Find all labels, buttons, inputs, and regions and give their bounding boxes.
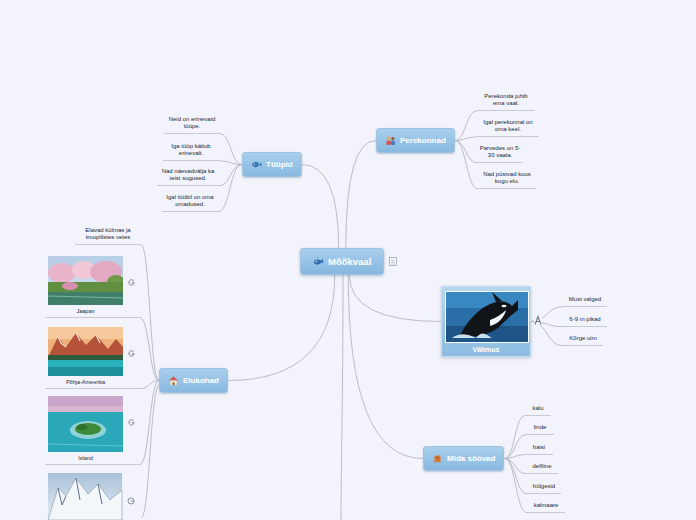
branch-connector	[455, 141, 478, 189]
image-subtopic: Jaapan	[45, 255, 140, 318]
topic-label: Perekonnad	[400, 136, 446, 145]
subtopic-label: kalu	[532, 405, 543, 411]
subtopic: kalu	[525, 404, 551, 416]
subtopic-label: hülgesid	[533, 483, 555, 489]
topic-label: Tüüpid	[266, 160, 293, 169]
subtopic: Iga tüüp käitub erinevalt.	[163, 142, 219, 161]
subtopic-label: Nad näevadvälja ka teist sugused.	[162, 168, 215, 181]
topic-icon	[432, 453, 443, 464]
subtopic-label: Neid on erinevaid tüüpe.	[169, 116, 216, 129]
subtopic-label: Kõrge uim	[569, 335, 596, 341]
link-icon	[128, 350, 135, 357]
subtopic-label: Perekonda juhib ema vaal.	[484, 93, 527, 106]
subtopic-label: Põhja-Ameerika	[48, 379, 123, 385]
subtopic: hülgesid	[527, 482, 561, 494]
branch-connector	[504, 459, 527, 494]
topic-box: Elukohad	[159, 368, 228, 393]
branch-connector	[504, 459, 527, 513]
subtopic-label: linde	[534, 424, 547, 430]
subtopic-label: 6-9 m pikad	[569, 316, 600, 322]
branch-connector	[140, 381, 159, 465]
subtopic: Kõrge uim	[563, 334, 603, 346]
subtopic: linde	[526, 423, 554, 435]
subtopic-label: Must valged	[569, 296, 601, 302]
format-icon	[534, 316, 542, 325]
branch-connector	[218, 165, 242, 212]
topic-box: Mida söövad	[423, 446, 504, 471]
subtopic-label: delfiine	[532, 463, 551, 469]
topic-label: Mõõkvaal	[328, 256, 371, 267]
image-subtopic: Põhja-Ameerika	[45, 326, 140, 389]
topic-label: Mida söövad	[447, 454, 495, 463]
central-topic: Mõõkvaal	[300, 248, 384, 275]
topic-icon	[313, 256, 324, 267]
topic-label: Välimus	[445, 346, 527, 353]
topic-label: Elukohad	[183, 376, 219, 385]
branch-connector	[531, 322, 563, 346]
subtopic: Igal tüübil on oma omadused.	[162, 193, 218, 212]
topic-icon	[168, 375, 179, 386]
subtopic-label: Elavad külmas ja troopilistes vetes	[85, 227, 130, 240]
subtopic-label: Igal perekonnal on oma keel.	[483, 119, 532, 132]
subtopic: Elavad külmas ja troopilistes vetes	[75, 226, 141, 245]
subtopic: kalmaare	[527, 501, 565, 513]
image-subtopic: Island	[45, 395, 140, 465]
topic-box: Perekonnad	[376, 128, 455, 153]
photo-thumbnail	[48, 256, 123, 305]
subtopic: Neid on erinevaid tüüpe.	[164, 115, 220, 134]
subtopic: Perekonda juhib ema vaal.	[477, 92, 535, 111]
branch-connector	[346, 141, 376, 249]
subtopic: haisi	[525, 443, 553, 455]
photo-thumbnail	[48, 327, 123, 376]
subtopic: Must valged	[563, 295, 607, 307]
image-topic: Välimus	[441, 286, 531, 357]
branch-connector	[219, 161, 242, 165]
note-icon	[390, 258, 397, 266]
link-icon	[128, 419, 135, 426]
link-icon	[128, 279, 135, 286]
photo-thumbnail	[48, 396, 123, 452]
branch-connector	[504, 416, 525, 459]
subtopic: Parvedes on 5-30 vaala.	[477, 144, 523, 163]
photo-thumbnail	[445, 291, 529, 343]
topic-box: Tüüpid	[242, 152, 302, 177]
subtopic-label: Island	[48, 455, 123, 461]
subtopic: Igal perekonnal on oma keel.	[477, 118, 539, 137]
link-icon	[128, 498, 134, 504]
photo-thumbnail	[48, 473, 122, 520]
branch-connector	[228, 275, 335, 381]
subtopic-label: Igal tüübil on oma omadused.	[166, 194, 213, 207]
branch-connector	[349, 275, 441, 322]
branch-line	[341, 274, 343, 520]
subtopic-label: haisi	[533, 444, 545, 450]
branch-connector	[455, 111, 477, 141]
branch-line	[141, 384, 160, 518]
topic-icon	[385, 135, 396, 146]
subtopic: 6-9 m pikad	[563, 315, 607, 327]
subtopic: Nad püsivad koos kogu elu.	[478, 170, 536, 189]
branch-connector	[455, 137, 477, 141]
subtopic-label: Jaapan	[48, 308, 123, 314]
branch-connector	[504, 455, 525, 459]
branch-connector	[455, 141, 477, 163]
branch-connector	[219, 165, 242, 186]
branch-connector	[141, 245, 159, 381]
subtopic: Nad näevadvälja ka teist sugused.	[157, 167, 219, 186]
branch-connector	[348, 275, 423, 459]
topic-icon	[251, 159, 262, 170]
subtopic-label: Nad püsivad koos kogu elu.	[483, 171, 531, 184]
subtopic-label: Parvedes on 5-30 vaala.	[480, 145, 521, 158]
subtopic-label: Iga tüüp käitub erinevalt.	[171, 143, 210, 156]
branch-connector	[220, 134, 242, 165]
branch-connector	[302, 165, 339, 249]
subtopic: delfiine	[526, 462, 558, 474]
branch-connector	[504, 435, 526, 459]
subtopic-label: kalmaare	[534, 502, 559, 508]
branch-connector	[140, 318, 159, 381]
